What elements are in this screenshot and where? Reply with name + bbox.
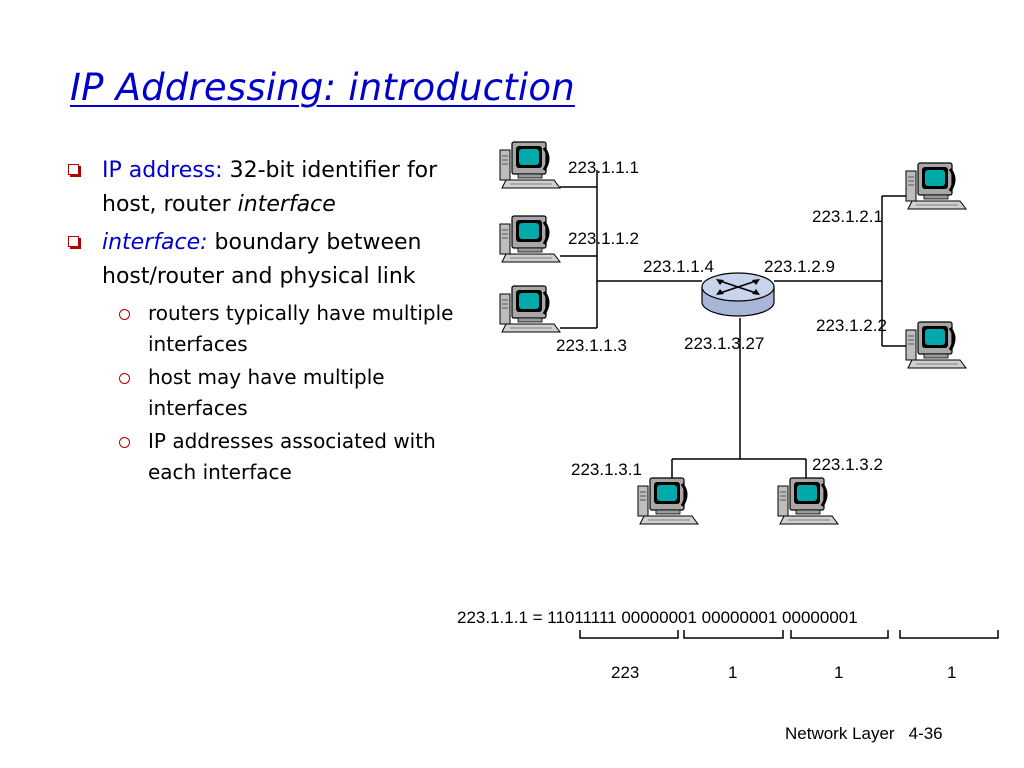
host-address-label: 223.1.2.2: [816, 316, 887, 335]
footer-section: Network Layer: [785, 724, 895, 743]
interface-definition: boundary between host/router and physica…: [102, 230, 422, 289]
byte-bracket: [683, 630, 784, 639]
router-icon: [701, 272, 775, 317]
circle-bullet-icon: [119, 437, 130, 448]
host-computer-icon: [498, 214, 562, 264]
sub-bullet: IP addresses associated with each interf…: [102, 426, 468, 488]
router-interface-label: 223.1.2.9: [764, 257, 835, 276]
circle-bullet-icon: [119, 373, 130, 384]
host-address-label: 223.1.3.2: [812, 455, 883, 474]
sub-bullet-text: IP addresses associated with each interf…: [148, 429, 436, 484]
host-address-label: 223.1.1.1: [568, 158, 639, 177]
sub-bullet: host may have multiple interfaces: [102, 362, 468, 424]
bullet-list: IP address: 32-bit identifier for host, …: [68, 154, 468, 488]
byte-bracket: [899, 630, 999, 639]
bullet-ip-address: IP address: 32-bit identifier for host, …: [68, 154, 468, 222]
host-computer-icon: [636, 476, 700, 526]
slide-footer: Network Layer 4-36: [785, 724, 943, 744]
host-address-label: 223.1.3.1: [571, 460, 642, 479]
square-bullet-icon: [68, 164, 79, 175]
host-computer-icon: [904, 320, 968, 370]
host-address-label: 223.1.2.1: [812, 207, 883, 226]
ip-address-term: IP address:: [102, 158, 223, 183]
circle-bullet-icon: [119, 309, 130, 320]
sub-bullet: routers typically have multiple interfac…: [102, 298, 468, 360]
footer-page-number: 4-36: [908, 724, 943, 743]
host-address-label: 223.1.1.3: [556, 336, 627, 355]
slide-title: IP Addressing: introduction: [70, 66, 575, 109]
bullet-interface: interface: boundary between host/router …: [68, 226, 468, 294]
interface-word: interface: [237, 192, 336, 217]
byte-value: 1: [947, 663, 956, 682]
interface-term: interface:: [102, 230, 208, 255]
links: [560, 170, 910, 484]
ip-address-definition: 32-bit identifier for host, router: [102, 158, 438, 217]
square-bullet-icon: [68, 236, 79, 247]
byte-value: 1: [728, 663, 737, 682]
byte-value: 1: [834, 663, 843, 682]
host-computer-icon: [776, 476, 840, 526]
host-computer-icon: [498, 284, 562, 334]
byte-value: 223: [611, 663, 639, 682]
router-interface-label: 223.1.1.4: [643, 257, 714, 276]
host-computer-icon: [904, 161, 968, 211]
router-interface-label: 223.1.3.27: [684, 334, 764, 353]
binary-equation: 223.1.1.1 = 11011111 00000001 00000001 0…: [457, 608, 858, 627]
sub-bullet-text: routers typically have multiple interfac…: [148, 301, 454, 356]
byte-brackets: [579, 630, 999, 639]
byte-bracket: [790, 630, 889, 639]
host-address-label: 223.1.1.2: [568, 229, 639, 248]
sub-bullet-text: host may have multiple interfaces: [148, 365, 385, 420]
byte-bracket: [579, 630, 679, 639]
host-computer-icon: [498, 140, 562, 190]
